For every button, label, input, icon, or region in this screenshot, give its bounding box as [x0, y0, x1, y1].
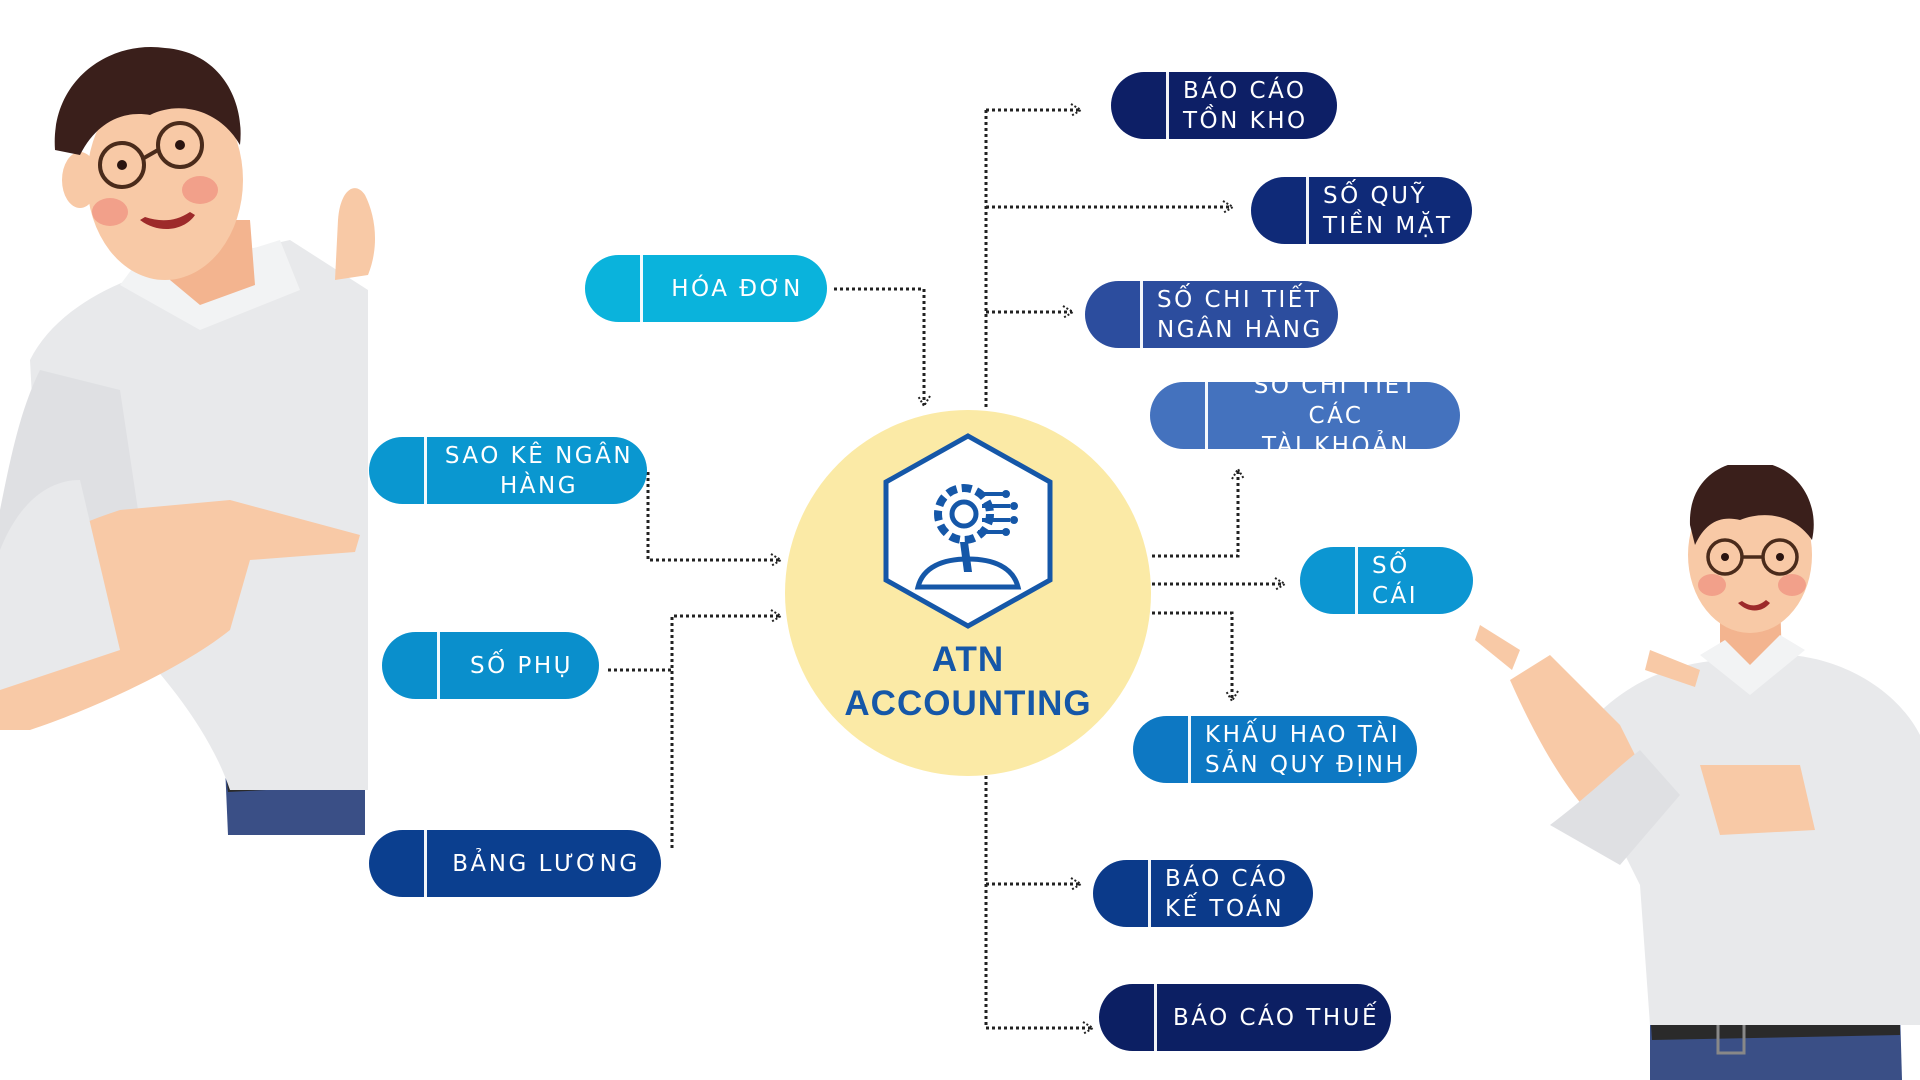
pill-label: HÓA ĐƠN	[671, 275, 803, 302]
connector-sao-ke	[646, 472, 783, 567]
connector-hoa-don	[834, 287, 931, 408]
pill-label: BÁO CÁO THUẾ	[1172, 1004, 1380, 1031]
pill-label: BẢNG LƯƠNG	[452, 850, 640, 877]
right-person-illustration	[1475, 465, 1920, 1080]
pill-so-chi-tiet-ngan-hang: SỐ CHI TIẾT NGÂN HÀNG	[1085, 281, 1338, 348]
pill-bao-cao-ton-kho: BÁO CÁO TỒN KHO	[1111, 72, 1337, 139]
pill-so-phu: SỐ PHỤ	[382, 632, 599, 699]
center-title-line2: ACCOUNTING	[844, 684, 1092, 723]
pill-so-quy-tien-mat: SỐ QUỸ TIỀN MẶT	[1251, 177, 1472, 244]
center-title-line1: ATN	[931, 640, 1005, 679]
connector-so-phu	[608, 609, 783, 672]
connector-chi-tiet-tai-khoan	[1152, 467, 1245, 558]
pill-so-cai: SỐ CÁI	[1300, 547, 1473, 614]
pill-label: KHẤU HAO TÀI SẢN QUY ĐỊNH	[1205, 721, 1406, 778]
pill-so-chi-tiet-cac-tai-khoan: SỐ CHI TIẾT CÁC TÀI KHOẢN	[1150, 373, 1460, 459]
connector-khau-hao	[1152, 611, 1239, 703]
pill-label: BÁO CÁO KẾ TOÁN	[1165, 865, 1289, 922]
pill-bang-luong: BẢNG LƯƠNG	[369, 830, 661, 897]
gear-circuit-person-icon	[883, 433, 1053, 629]
pill-label: SỐ PHỤ	[469, 652, 573, 679]
pill-label: SỐ CHI TIẾT NGÂN HÀNG	[1157, 286, 1323, 343]
pill-label: SAO KÊ NGÂN HÀNG	[444, 442, 634, 499]
pill-hoa-don: HÓA ĐƠN	[585, 255, 827, 322]
left-person-illustration	[0, 30, 376, 835]
pill-bao-cao-ke-toan: BÁO CÁO KẾ TOÁN	[1093, 860, 1313, 927]
pill-label: BÁO CÁO TỒN KHO	[1183, 77, 1308, 134]
pill-khau-hao-tai-san-quy-dinh: KHẤU HAO TÀI SẢN QUY ĐỊNH	[1133, 716, 1417, 783]
pill-label: SỐ CHI TIẾT CÁC TÀI KHOẢN	[1253, 372, 1419, 459]
pill-sao-ke-ngan-hang: SAO KÊ NGÂN HÀNG	[369, 437, 647, 504]
pill-label: SỐ QUỸ TIỀN MẶT	[1323, 182, 1453, 239]
pill-label: SỐ CÁI	[1372, 552, 1419, 609]
pill-bao-cao-thue: BÁO CÁO THUẾ	[1099, 984, 1391, 1051]
